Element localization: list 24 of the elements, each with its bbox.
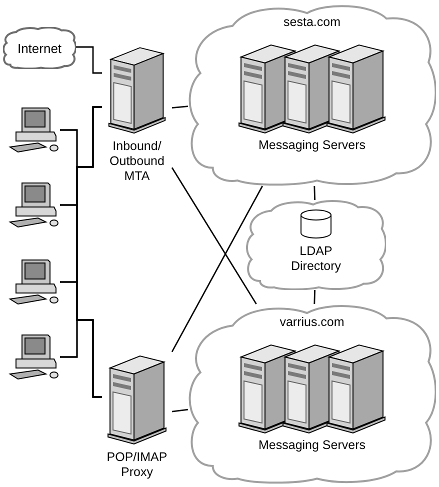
server-label: Inbound/ Outbound MTA — [108, 139, 166, 184]
cloud — [188, 4, 436, 186]
connector-line — [172, 408, 188, 412]
desktop-computer-icon — [8, 181, 60, 229]
cloud-label: Messaging Servers — [258, 438, 366, 451]
connector-line — [60, 319, 102, 398]
domain-label: varrius.com — [280, 316, 344, 328]
connector-line — [171, 167, 257, 304]
server-label: POP/IMAP Proxy — [106, 450, 168, 480]
connector-line — [314, 290, 316, 304]
connector-line — [171, 186, 264, 352]
connector-line — [314, 186, 316, 200]
cloud-label: LDAP Directory — [290, 244, 342, 274]
domain-label: sesta.com — [284, 16, 340, 28]
cloud — [188, 304, 436, 484]
cloud-label: Messaging Servers — [258, 138, 366, 151]
connector-line — [172, 106, 188, 108]
desktop-computer-icon — [8, 258, 60, 306]
cloud — [3, 27, 76, 69]
cloud — [246, 200, 386, 290]
connector-line — [76, 46, 102, 74]
cloud-label: Internet — [17, 42, 62, 54]
desktop-computer-icon — [8, 106, 60, 154]
desktop-computer-icon — [8, 333, 60, 381]
